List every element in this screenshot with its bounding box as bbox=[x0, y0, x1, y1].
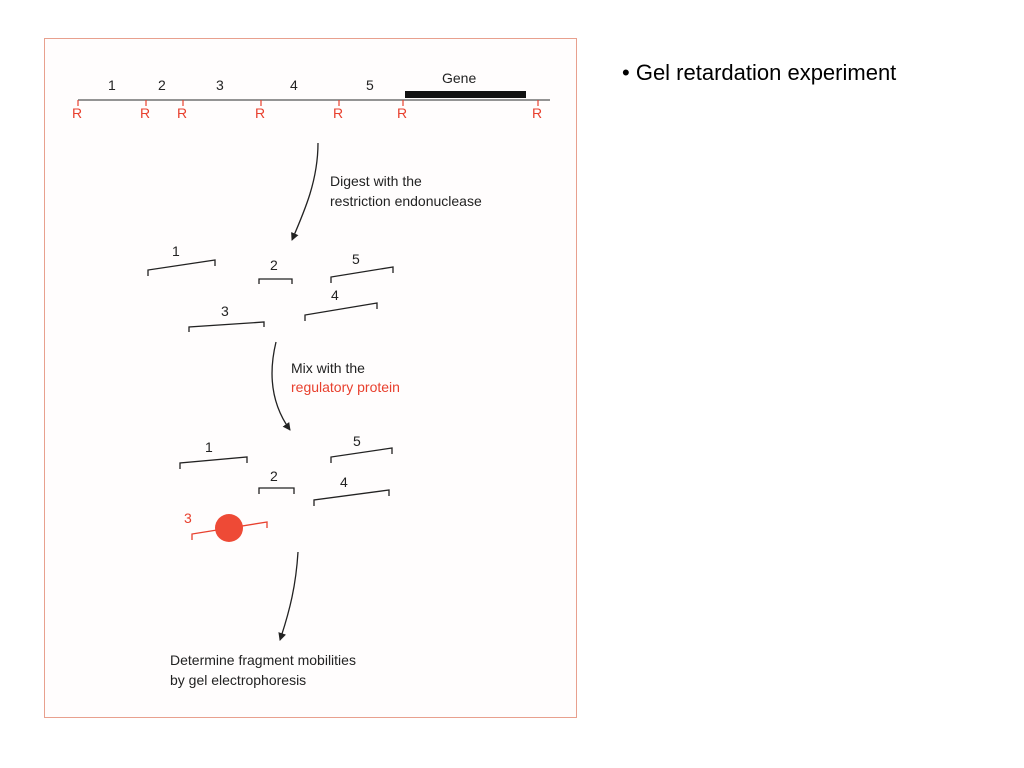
digest-fragment-4 bbox=[304, 302, 378, 321]
step2-line1: Mix with the bbox=[291, 360, 365, 376]
site-label: R bbox=[333, 105, 343, 121]
map-fragment-label-5: 5 bbox=[366, 77, 374, 93]
digest-fragment-3 bbox=[188, 321, 265, 332]
step1-line2: restriction endonuclease bbox=[330, 193, 482, 209]
figure-frame bbox=[44, 38, 577, 718]
mixed-fragments bbox=[179, 447, 393, 506]
mixed-label-2: 2 bbox=[270, 468, 278, 484]
site-label: R bbox=[140, 105, 150, 121]
map-fragment-label-1: 1 bbox=[108, 77, 116, 93]
map-fragment-label-4: 4 bbox=[290, 77, 298, 93]
step3-line2: by gel electrophoresis bbox=[170, 672, 306, 688]
digest-fragments bbox=[147, 259, 394, 332]
map-fragment-label-3: 3 bbox=[216, 77, 224, 93]
digest-label-1: 1 bbox=[172, 243, 180, 259]
site-label: R bbox=[72, 105, 82, 121]
mixed-fragment-5 bbox=[330, 447, 393, 463]
site-label: R bbox=[397, 105, 407, 121]
digest-fragment-1 bbox=[147, 259, 216, 276]
gene-bar bbox=[405, 91, 526, 98]
arrow-digest bbox=[291, 142, 319, 241]
digest-label-5: 5 bbox=[352, 251, 360, 267]
site-label: R bbox=[532, 105, 542, 121]
site-label: R bbox=[255, 105, 265, 121]
step1-line1: Digest with the bbox=[330, 173, 422, 189]
arrow-mix bbox=[271, 341, 291, 431]
digest-label-4: 4 bbox=[331, 287, 339, 303]
mixed-fragment-2 bbox=[258, 487, 295, 494]
arrow-electrophoresis bbox=[278, 551, 299, 641]
mixed-label-3: 3 bbox=[184, 510, 192, 526]
mixed-label-1: 1 bbox=[205, 439, 213, 455]
digest-fragment-5 bbox=[330, 266, 394, 283]
digest-fragment-2 bbox=[258, 278, 293, 284]
map-fragment-label-2: 2 bbox=[158, 77, 166, 93]
step2-line2: regulatory protein bbox=[291, 379, 400, 395]
digest-label-3: 3 bbox=[221, 303, 229, 319]
regulatory-protein-icon bbox=[215, 514, 243, 542]
site-label: R bbox=[177, 105, 187, 121]
gene-label: Gene bbox=[442, 70, 476, 86]
digest-label-2: 2 bbox=[270, 257, 278, 273]
restriction-site-ticks bbox=[77, 100, 539, 106]
bullet-point: • Gel retardation experiment bbox=[622, 60, 896, 86]
step3-line1: Determine fragment mobilities bbox=[170, 652, 356, 668]
mixed-label-4: 4 bbox=[340, 474, 348, 490]
mixed-label-5: 5 bbox=[353, 433, 361, 449]
mixed-fragment-4 bbox=[313, 489, 390, 506]
bullet-marker: • bbox=[622, 60, 630, 85]
mixed-fragment-1 bbox=[179, 456, 248, 469]
bullet-text: Gel retardation experiment bbox=[635, 60, 897, 85]
